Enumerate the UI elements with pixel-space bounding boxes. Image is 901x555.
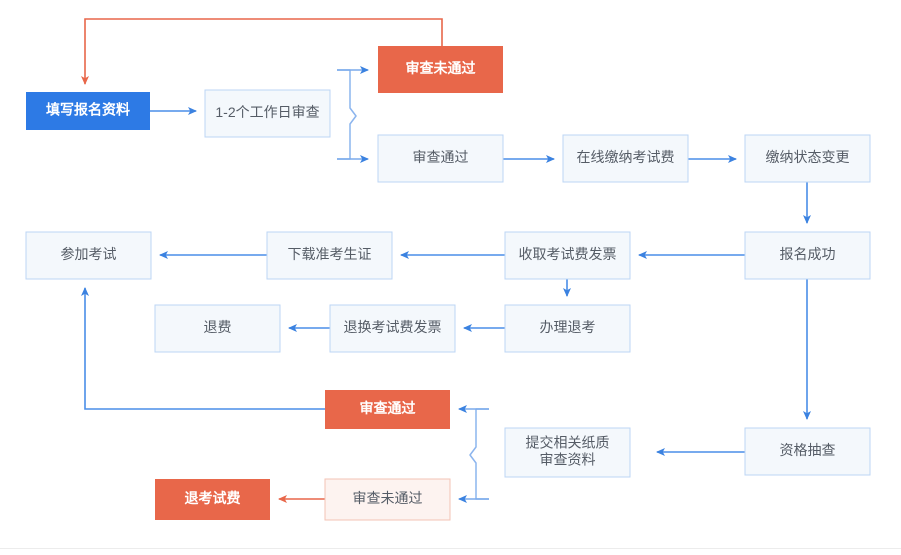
footer-divider xyxy=(0,548,901,549)
flow-node-n7[interactable]: 报名成功 xyxy=(744,231,871,280)
flow-node-n12[interactable]: 退换考试费发票 xyxy=(329,304,456,353)
node-label: 在线缴纳考试费 xyxy=(577,149,675,165)
flow-node-n9[interactable]: 下载准考生证 xyxy=(266,231,393,280)
node-box[interactable] xyxy=(266,231,393,280)
node-box[interactable] xyxy=(155,479,270,520)
connector-layer xyxy=(81,18,811,503)
node-label: 报名成功 xyxy=(780,246,836,262)
node-box[interactable] xyxy=(744,134,871,183)
node-box[interactable] xyxy=(562,134,689,183)
flow-node-n11[interactable]: 办理退考 xyxy=(504,304,631,353)
flow-node-n10[interactable]: 参加考试 xyxy=(25,231,152,280)
node-label: 下载准考生证 xyxy=(288,246,372,262)
node-label: 1-2个工作日审查 xyxy=(215,104,319,120)
node-label: 退费 xyxy=(204,319,232,335)
connector-doc-passed-to-exam xyxy=(81,287,325,410)
node-label: 参加考试 xyxy=(61,246,117,262)
node-label: 审查通过 xyxy=(413,149,469,165)
flow-node-n18[interactable]: 退考试费 xyxy=(155,479,270,520)
node-label: 审查资料 xyxy=(540,452,596,468)
flow-node-n13[interactable]: 退费 xyxy=(154,304,281,353)
node-label: 审查通过 xyxy=(360,400,416,416)
node-box[interactable] xyxy=(154,304,281,353)
node-box[interactable] xyxy=(325,390,450,429)
connector-brace-split-bottom xyxy=(469,408,489,500)
flow-node-n4[interactable]: 审查通过 xyxy=(377,134,504,183)
flow-node-n3[interactable]: 审查未通过 xyxy=(378,46,503,93)
node-label: 审查未通过 xyxy=(353,490,423,506)
node-label: 退换考试费发票 xyxy=(344,319,442,335)
node-box[interactable] xyxy=(504,231,631,280)
node-label: 缴纳状态变更 xyxy=(766,149,850,165)
node-box[interactable] xyxy=(25,231,152,280)
flow-node-n2[interactable]: 1-2个工作日审查 xyxy=(204,89,331,138)
flow-node-n6[interactable]: 缴纳状态变更 xyxy=(744,134,871,183)
flow-node-n17[interactable]: 审查未通过 xyxy=(324,478,451,521)
flow-node-n14[interactable]: 资格抽查 xyxy=(744,427,871,476)
node-label: 审查未通过 xyxy=(406,60,476,76)
node-box[interactable] xyxy=(744,231,871,280)
flow-node-n5[interactable]: 在线缴纳考试费 xyxy=(562,134,689,183)
node-label: 填写报名资料 xyxy=(46,102,130,118)
connector-review-failed-to-form xyxy=(81,18,443,85)
node-label: 资格抽查 xyxy=(780,442,836,458)
connector-brace-split-top xyxy=(337,69,357,160)
node-label: 退考试费 xyxy=(185,490,241,506)
node-label: 提交相关纸质 xyxy=(526,435,610,451)
node-box[interactable] xyxy=(329,304,456,353)
node-box[interactable] xyxy=(504,427,631,478)
node-label: 办理退考 xyxy=(540,319,596,335)
flow-node-n1[interactable]: 填写报名资料 xyxy=(26,92,150,130)
flow-node-n8[interactable]: 收取考试费发票 xyxy=(504,231,631,280)
node-box[interactable] xyxy=(744,427,871,476)
node-box[interactable] xyxy=(204,89,331,138)
node-box[interactable] xyxy=(377,134,504,183)
node-box[interactable] xyxy=(504,304,631,353)
node-box[interactable] xyxy=(324,478,451,521)
flow-node-n16[interactable]: 审查通过 xyxy=(325,390,450,429)
node-label: 收取考试费发票 xyxy=(519,246,617,262)
node-box[interactable] xyxy=(26,92,150,130)
node-box[interactable] xyxy=(378,46,503,93)
